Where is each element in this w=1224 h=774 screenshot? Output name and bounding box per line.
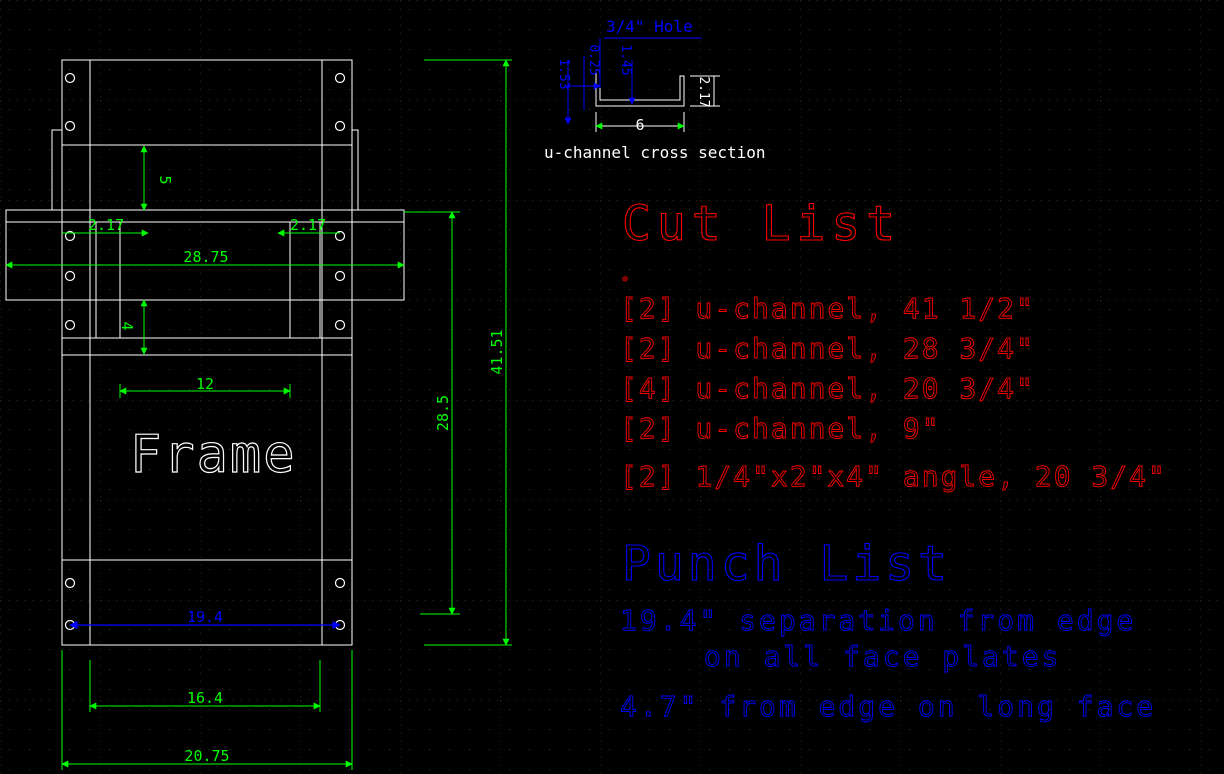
cross-section-dims (564, 37, 715, 130)
dim-overall-width: 28.75 (183, 248, 228, 266)
cut-list: [2] u-channel, 41 1/2" [2] u-channel, 28… (620, 292, 1167, 494)
dim-base-outer: 20.75 (184, 747, 229, 765)
dim-top-gap: 5 (156, 175, 174, 184)
dim-bottom-gap: 4 (118, 321, 136, 330)
dim-base-inner: 16.4 (187, 689, 223, 707)
cross-section-dim-c: 1.45 (618, 44, 633, 75)
frame-dimension-labels: 5 2.17 2.17 28.75 4 12 28.5 41.51 16.4 2… (88, 175, 506, 765)
dim-hole-separation: 19.4 (187, 608, 223, 626)
bolt-holes (64, 72, 346, 631)
punch-list-item: 4.7" from edge on long face (620, 690, 1156, 723)
frame-dimensions (5, 59, 512, 770)
punch-list-item: on all face plates (704, 640, 1061, 673)
dim-height-overall: 41.51 (488, 329, 506, 374)
cross-section-dim-b: 0.25 (586, 44, 601, 75)
cross-section-labels: 3/4" Hole 1.53 0.25 1.45 2.17 6 u-channe… (544, 17, 766, 162)
dim-right-flange: 2.17 (290, 216, 326, 234)
dim-height-inner: 28.5 (434, 395, 452, 431)
cross-section-caption: u-channel cross section (544, 143, 766, 162)
cut-list-item: [4] u-channel, 20 3/4" (620, 372, 1035, 405)
cut-list-marker: ⊕ (622, 274, 628, 285)
punch-list-title: Punch List (622, 536, 951, 592)
punch-list-item: 19.4" separation from edge (620, 604, 1136, 637)
cut-list-item: [2] 1/4"x2"x4" angle, 20 3/4" (620, 460, 1167, 493)
cut-list-item: [2] u-channel, 28 3/4" (620, 332, 1035, 365)
cut-list-item: [2] u-channel, 9" (620, 412, 941, 445)
cross-section-height: 2.17 (696, 76, 711, 107)
cut-list-title: Cut List (622, 196, 901, 252)
frame-label: Frame (130, 425, 297, 485)
dim-left-flange: 2.17 (88, 216, 124, 234)
punch-list: 19.4" separation from edge on all face p… (620, 604, 1156, 724)
cut-list-item: [2] u-channel, 41 1/2" (620, 292, 1035, 325)
frame-geometry (5, 59, 405, 646)
cross-section-width: 6 (635, 116, 644, 134)
cross-section-dim-a: 1.53 (556, 58, 571, 89)
cross-section-hole-label: 3/4" Hole (606, 17, 693, 36)
dim-inner-span: 12 (196, 375, 214, 393)
